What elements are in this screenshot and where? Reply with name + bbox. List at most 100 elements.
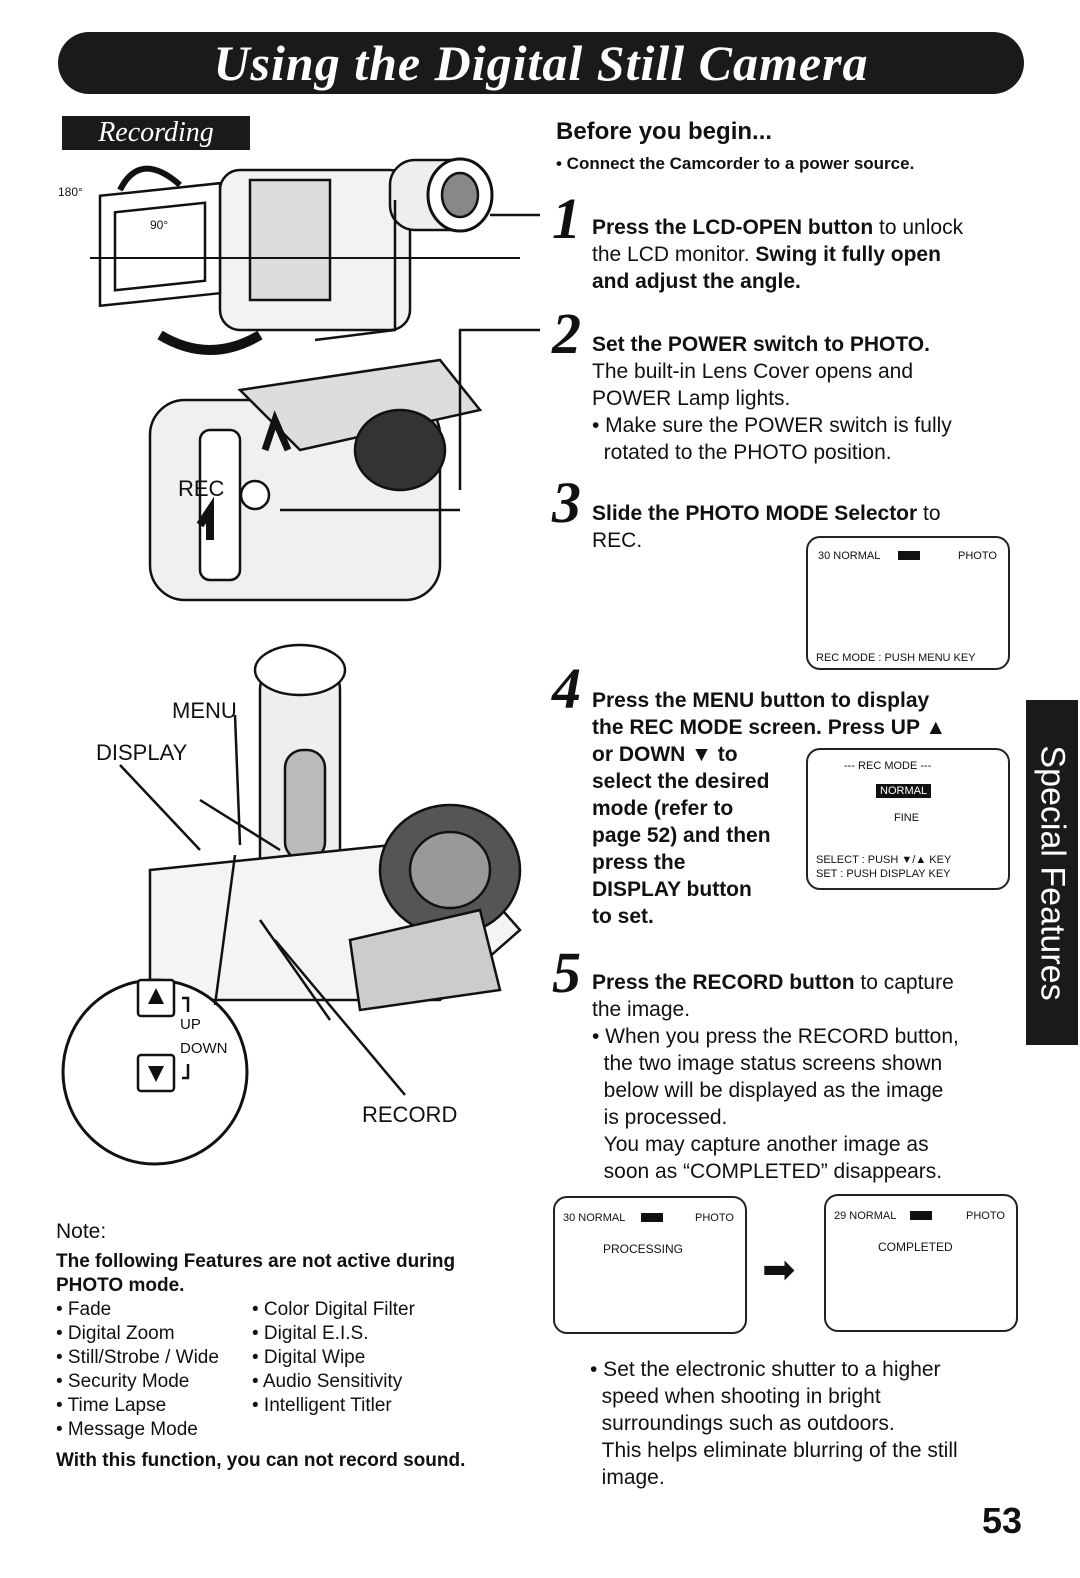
step-5-line: • When you press the RECORD button,: [592, 1025, 959, 1048]
step-2-line: rotated to the PHOTO position.: [592, 441, 892, 464]
menu-title: --- REC MODE ---: [844, 760, 932, 772]
note-item: • Color Digital Filter: [252, 1299, 415, 1320]
step-2-line: • Make sure the POWER switch is fully: [592, 414, 952, 437]
note-item: • Security Mode: [56, 1371, 190, 1392]
step-5-line: the image.: [592, 998, 691, 1021]
processing-status: PROCESSING: [603, 1242, 684, 1256]
battery-icon: [641, 1213, 663, 1222]
note-item: • Intelligent Titler: [252, 1395, 392, 1416]
note-item: • Digital Wipe: [252, 1347, 366, 1368]
camcorder-power-switch-illustration: [148, 328, 540, 602]
step-4-line: press the: [592, 851, 686, 874]
menu-option-normal: NORMAL: [876, 784, 932, 798]
processing-count: 30 NORMAL: [563, 1212, 626, 1224]
battery-icon: [898, 551, 920, 560]
page-title: Using the Digital Still Camera: [213, 35, 869, 91]
note-list-col1: • Fade • Digital Zoom • Still/Strobe / Wid…: [56, 1298, 219, 1442]
page-number: 53: [982, 1500, 1023, 1541]
tip-line: surroundings such as outdoors.: [590, 1412, 895, 1435]
processing-mode: PHOTO: [695, 1212, 734, 1224]
menu-select-hint: SELECT : PUSH ▼/▲ KEY: [816, 854, 952, 866]
rec-screen-count: 30 NORMAL: [818, 550, 881, 562]
tip-line: This helps eliminate blurring of the sti…: [590, 1439, 958, 1462]
completed-count: 29 NORMAL: [834, 1210, 897, 1222]
note-intro: The following Features are not active du…: [56, 1251, 456, 1296]
note-item: • Fade: [56, 1299, 112, 1320]
step-4-line: DISPLAY button: [592, 878, 752, 901]
completed-status: COMPLETED: [878, 1240, 953, 1254]
camcorder-illustrations: [61, 157, 540, 1166]
step-5-line: You may capture another image as: [592, 1133, 929, 1156]
processing-screen: 30 NORMAL PHOTO PROCESSING: [553, 1196, 747, 1334]
note-item: • Digital E.I.S.: [252, 1323, 369, 1344]
note-list-col2: • Color Digital Filter • Digital E.I.S. • …: [252, 1298, 415, 1418]
side-tab-label: Special Features: [1033, 744, 1072, 1001]
angle-180-label: 180°: [58, 185, 83, 199]
shutter-tip: • Set the electronic shutter to a higher…: [590, 1356, 958, 1491]
step-1-number: 1: [552, 186, 581, 251]
step-2-number: 2: [552, 301, 581, 366]
section-title: Recording: [98, 117, 214, 148]
arrow-right-icon: ➡: [762, 1248, 796, 1292]
step-4-line: or DOWN ▼ to: [592, 743, 738, 766]
rec-screen-mode: PHOTO: [958, 550, 997, 562]
display-label: DISPLAY: [96, 740, 188, 765]
completed-mode: PHOTO: [966, 1210, 1005, 1222]
section-banner: Recording: [62, 116, 250, 150]
angle-90-label: 90°: [150, 218, 169, 232]
record-label: RECORD: [362, 1102, 458, 1127]
step-4-line: mode (refer to: [592, 797, 734, 820]
step-4-line: to set.: [592, 905, 654, 928]
rec-screen-hint: REC MODE : PUSH MENU KEY: [816, 652, 976, 664]
step-5-line: Press the RECORD button to capture: [592, 971, 954, 994]
side-tab: [1026, 700, 1078, 1045]
step-5-text: Press the RECORD button to capture the im…: [592, 969, 959, 1185]
step-4-line: select the desired: [592, 770, 770, 793]
note-item: • Audio Sensitivity: [252, 1371, 403, 1392]
step-1-text: Press the LCD-OPEN button to unlock the L…: [592, 214, 963, 295]
step-4-line: page 52) and then: [592, 824, 771, 847]
note-item: • Digital Zoom: [56, 1323, 175, 1344]
step-5-line: soon as “COMPLETED” disappears.: [592, 1160, 943, 1183]
up-label: UP: [180, 1016, 201, 1033]
step-1-line: the LCD monitor. Swing it fully open: [592, 243, 941, 266]
title-banner: Using the Digital Still Camera: [58, 32, 1024, 94]
rec-mode-screen: --- REC MODE --- NORMAL FINE SELECT : PU…: [806, 748, 1010, 890]
step-5-number: 5: [552, 940, 581, 1005]
down-label: DOWN: [180, 1040, 228, 1057]
rec-screen: 30 NORMAL PHOTO REC MODE : PUSH MENU KEY: [806, 536, 1010, 670]
note-footer: With this function, you can not record s…: [56, 1450, 466, 1471]
step-2-line: POWER Lamp lights.: [592, 387, 791, 410]
note-heading: Note:: [56, 1220, 107, 1243]
step-1-line: and adjust the angle.: [592, 270, 801, 293]
step-1-line: Press the LCD-OPEN button to unlock: [592, 216, 964, 239]
note-item: • Message Mode: [56, 1419, 198, 1440]
tip-line: speed when shooting in bright: [590, 1385, 881, 1408]
step-3-line: Slide the PHOTO MODE Selector to: [592, 502, 941, 525]
tip-line: • Set the electronic shutter to a higher: [590, 1358, 941, 1381]
note-item: • Still/Strobe / Wide: [56, 1347, 219, 1368]
step-4-line: the REC MODE screen. Press UP ▲: [592, 716, 947, 739]
step-4-text: Press the MENU button to display the REC …: [592, 687, 946, 930]
step-2-text: Set the POWER switch to PHOTO. The built-…: [592, 331, 952, 466]
menu-option-fine: FINE: [894, 812, 920, 824]
camcorder-lcd-open-illustration: [90, 157, 540, 355]
step-4-line: Press the MENU button to display: [592, 689, 930, 712]
step-4-number: 4: [552, 656, 581, 721]
menu-set-hint: SET : PUSH DISPLAY KEY: [816, 868, 951, 880]
note-item: • Time Lapse: [56, 1395, 167, 1416]
step-2-line: Set the POWER switch to PHOTO.: [592, 333, 930, 356]
step-5-line: below will be displayed as the image: [592, 1079, 944, 1102]
step-5-line: the two image status screens shown: [592, 1052, 943, 1075]
step-3-number: 3: [552, 470, 581, 535]
completed-screen: 29 NORMAL PHOTO COMPLETED: [824, 1194, 1018, 1332]
step-2-line: The built-in Lens Cover opens and: [592, 360, 914, 383]
camcorder-menu-illustration: [61, 643, 522, 1166]
rec-label: REC: [178, 476, 225, 501]
battery-icon: [910, 1211, 932, 1220]
step-5-line: is processed.: [592, 1106, 728, 1129]
step-3-text: Slide the PHOTO MODE Selector to REC.: [592, 500, 941, 554]
before-heading: Before you begin...: [556, 118, 773, 145]
menu-label: MENU: [172, 698, 237, 723]
step-3-line: REC.: [592, 529, 643, 552]
